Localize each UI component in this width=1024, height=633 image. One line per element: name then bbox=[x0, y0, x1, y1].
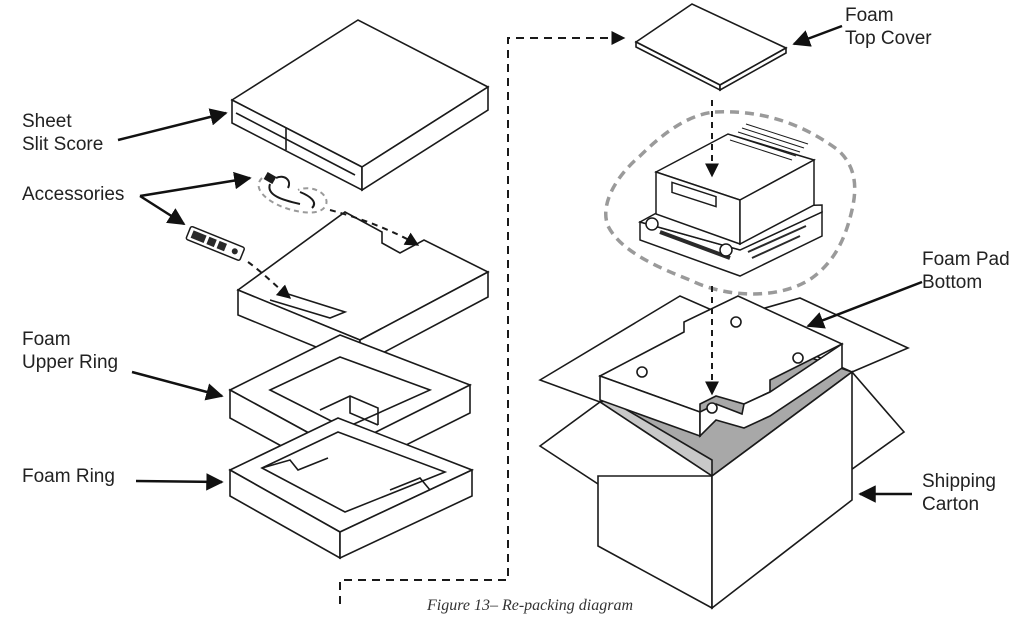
foam-top-cover bbox=[634, 3, 788, 92]
label-pad-bottom-line1: Foam Pad bbox=[922, 249, 1010, 270]
label-upper-ring-line1: Foam bbox=[22, 329, 71, 350]
label-carton-line1: Shipping bbox=[922, 471, 996, 492]
foam-top-pad-left bbox=[236, 211, 490, 367]
foam-ring-arrow bbox=[135, 473, 224, 491]
foam-ring bbox=[228, 417, 475, 560]
label-foam-ring: Foam Ring bbox=[22, 466, 115, 487]
figure-caption: Figure 13– Re-packing diagram bbox=[426, 597, 634, 614]
remote-control-accessory bbox=[185, 225, 245, 261]
foam-pad-bottom bbox=[598, 295, 844, 438]
label-sheet-line2: Slit Score bbox=[22, 134, 104, 155]
cord-to-pad-arrow bbox=[329, 209, 420, 246]
label-top-cover-line2: Top Cover bbox=[845, 28, 932, 49]
accessories-arrow-remote bbox=[139, 194, 186, 226]
label-foam-top-cover: Foam Top Cover bbox=[845, 4, 932, 50]
unit-outline bbox=[604, 110, 857, 296]
pad-bottom-arrow bbox=[806, 280, 923, 329]
top-cover-arrow bbox=[792, 24, 843, 47]
label-sheet-line1: Sheet bbox=[22, 111, 72, 132]
upper-ring-arrow bbox=[131, 370, 224, 401]
label-foam-pad-bottom: Foam Pad Bottom bbox=[922, 248, 1010, 294]
label-accessories: Accessories bbox=[22, 184, 125, 205]
label-shipping-carton: Shipping Carton bbox=[922, 470, 996, 516]
foam-upper-ring bbox=[228, 334, 472, 480]
label-top-cover-line1: Foam bbox=[845, 5, 894, 26]
remote-to-pad-arrow bbox=[247, 261, 292, 299]
label-pad-bottom-line2: Bottom bbox=[922, 272, 983, 293]
shipping-carton bbox=[538, 295, 910, 610]
label-sheet-slit-score: Sheet Slit Score bbox=[22, 110, 103, 156]
label-carton-line2: Carton bbox=[922, 494, 980, 515]
power-cord-accessory bbox=[257, 172, 328, 214]
accessories-arrow-cord bbox=[139, 171, 252, 198]
amplifier-unit bbox=[638, 123, 823, 277]
transfer-path bbox=[339, 31, 626, 604]
label-upper-ring-line2: Upper Ring bbox=[22, 352, 119, 373]
label-foam-upper-ring: Foam Upper Ring bbox=[22, 328, 118, 374]
sheet-slit-score-sleeve bbox=[230, 19, 490, 192]
sheet-arrow bbox=[117, 108, 228, 142]
